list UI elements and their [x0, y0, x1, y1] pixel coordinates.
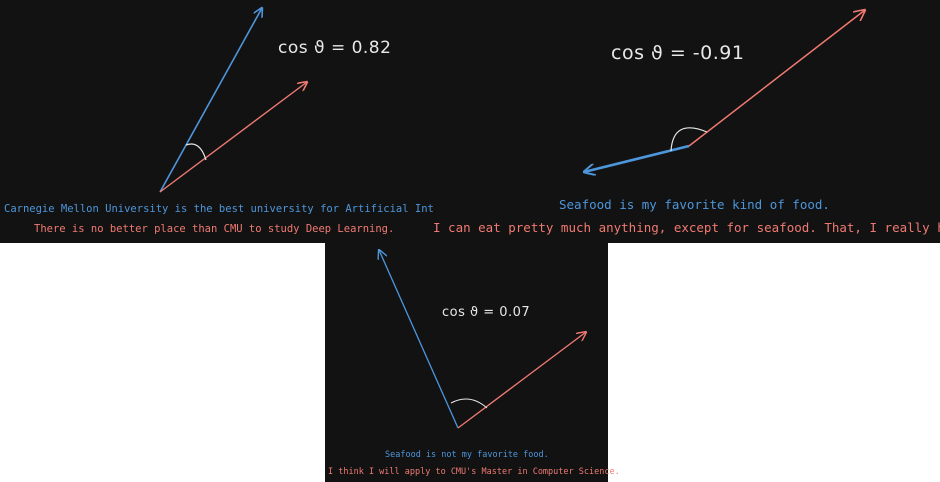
sentence-blue: Seafood is not my favorite food.	[385, 450, 549, 460]
sentence-blue: Carnegie Mellon University is the best u…	[4, 203, 498, 215]
red-vector	[159, 82, 307, 193]
blue-vector	[159, 8, 262, 193]
angle-arc	[670, 127, 708, 152]
angle-arc	[450, 398, 488, 409]
sentence-red: I think I will apply to CMU's Master in …	[328, 467, 620, 477]
similarity-panel-high: cos ϑ = 0.82 Carnegie Mellon University …	[0, 0, 497, 243]
angle-arc	[185, 143, 207, 161]
similarity-panel-negative: cos ϑ = -0.91 Seafood is my favorite kin…	[433, 0, 940, 243]
blue-vector	[584, 144, 690, 172]
red-vector	[688, 10, 865, 147]
similarity-panel-orthogonal: cos ϑ = 0.07 Seafood is not my favorite …	[325, 243, 620, 482]
cosine-label: cos ϑ = -0.91	[611, 42, 745, 64]
sentence-red: There is no better place than CMU to stu…	[34, 223, 395, 235]
sentence-red: I can eat pretty much anything, except f…	[433, 220, 940, 235]
vector-diagram	[325, 243, 608, 429]
cosine-label: cos ϑ = 0.07	[442, 305, 531, 320]
vector-diagram	[433, 0, 940, 243]
vector-diagram	[159, 0, 433, 193]
red-vector	[457, 332, 586, 429]
blue-vector	[379, 250, 459, 429]
sentence-blue: Seafood is my favorite kind of food.	[559, 197, 830, 212]
cosine-label: cos ϑ = 0.82	[278, 38, 392, 58]
